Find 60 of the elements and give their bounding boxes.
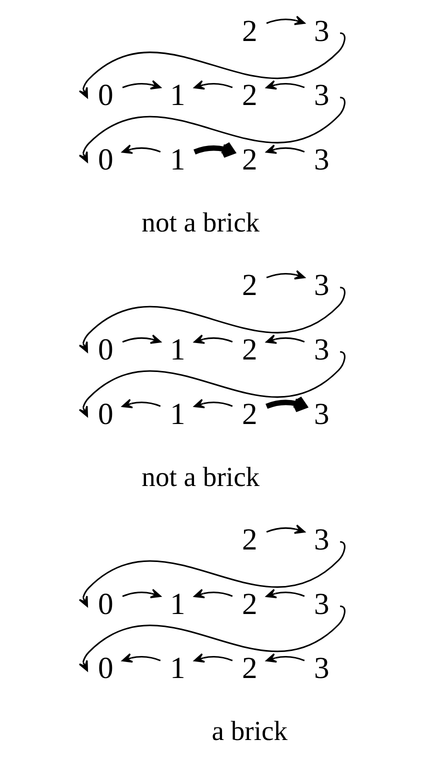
arrow	[121, 653, 160, 663]
arrow	[193, 334, 232, 344]
node-text: 2	[242, 396, 257, 431]
arrow	[78, 286, 345, 353]
arrow	[78, 541, 345, 607]
node-text: 2	[242, 332, 257, 367]
node-text: 2	[242, 586, 257, 621]
arrow	[78, 351, 345, 417]
arrow	[265, 653, 304, 663]
node-text: 1	[170, 142, 185, 177]
arrow	[122, 334, 161, 344]
node-text: 2	[242, 78, 257, 112]
node-text: 1	[170, 396, 185, 431]
node-text: 3	[314, 586, 329, 621]
node-text: 3	[314, 332, 329, 367]
arrow	[193, 588, 232, 598]
node-text: 3	[314, 142, 329, 177]
arrow	[193, 653, 232, 663]
node-text: 3	[314, 268, 329, 302]
node-text: 0	[97, 396, 113, 431]
arrow	[265, 395, 307, 412]
node-text: 3	[314, 78, 329, 112]
label: not a brick	[141, 206, 260, 238]
node-text: 1	[170, 78, 185, 112]
arrow	[78, 96, 345, 163]
arrow	[266, 16, 305, 26]
node-text: 1	[170, 332, 185, 367]
arrow	[122, 588, 161, 598]
arrow	[193, 398, 232, 408]
node-text: 3	[314, 522, 329, 557]
node-text: 2	[242, 142, 257, 177]
arrow	[122, 80, 161, 90]
node-text: 2	[242, 651, 257, 686]
arrow	[193, 141, 235, 158]
arrow	[121, 144, 160, 154]
node-text: 3	[314, 651, 329, 686]
node-text: 2	[242, 268, 257, 302]
label: not a brick	[141, 460, 260, 492]
node-text: 0	[97, 586, 113, 621]
arrow	[265, 334, 304, 344]
node-text: 0	[97, 78, 113, 112]
node-text: 0	[97, 332, 113, 367]
node-text: 3	[314, 14, 329, 48]
node-text: 0	[97, 142, 113, 177]
node-text: 1	[170, 651, 185, 686]
arrow	[265, 144, 304, 154]
arrow	[266, 524, 305, 534]
node-text: 3	[314, 396, 329, 431]
arrow	[78, 32, 345, 98]
node-text: 2	[242, 14, 257, 48]
node-text: 2	[242, 522, 257, 557]
arrow	[265, 588, 304, 598]
arrow	[193, 80, 232, 90]
arrow	[78, 605, 345, 672]
arrow	[121, 398, 160, 408]
arrow	[266, 270, 305, 280]
label: a brick	[211, 715, 288, 746]
node-text: 1	[170, 586, 185, 621]
arrow	[265, 80, 304, 90]
node-text: 0	[97, 651, 113, 686]
